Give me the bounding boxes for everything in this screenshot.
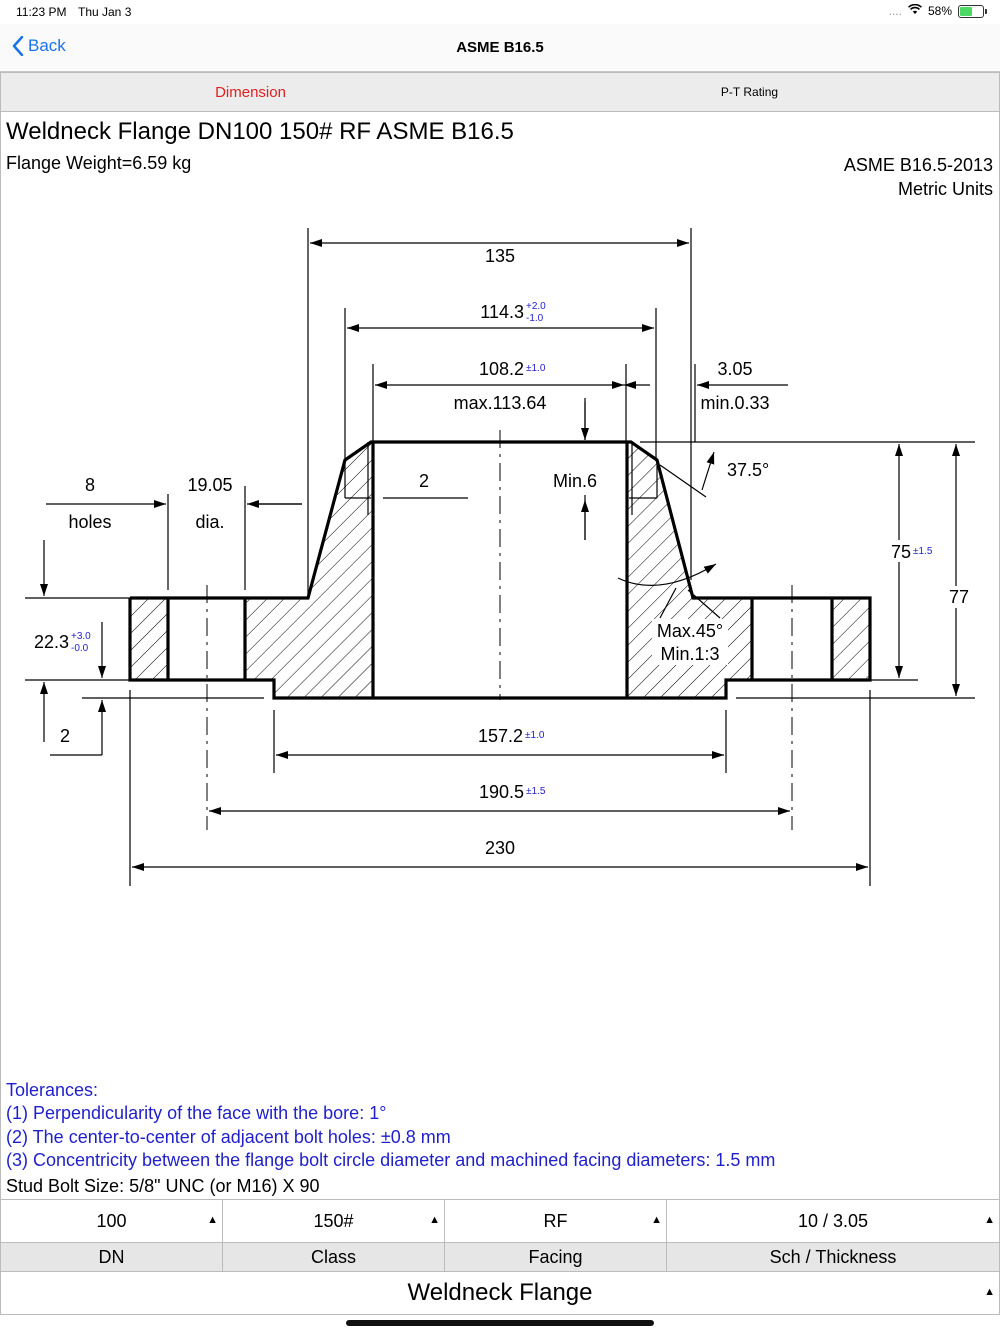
dim-114-3-tol-minus: -1.0: [526, 313, 544, 324]
tolerance-item-1: (1) Perpendicularity of the face with th…: [6, 1103, 387, 1123]
max-45-angle: Max.45°: [657, 621, 723, 641]
triangle-up-icon: ▲: [651, 1214, 662, 1226]
construction-lines: [344, 442, 658, 515]
sch-thickness-label: Sch / Thickness: [769, 1246, 897, 1267]
facing-value: RF: [543, 1210, 568, 1231]
dim-22-3: 22.3: [34, 632, 69, 652]
class-picker[interactable]: 150# ▲: [223, 1200, 445, 1242]
battery-percent: 58%: [927, 4, 952, 18]
angle-37-5: 37.5°: [727, 460, 769, 480]
back-label: Back: [28, 36, 66, 55]
dimension-labels: 135 114.3 +2.0 -1.0 108.2 ±1.0 max.113.6…: [34, 246, 969, 858]
sch-thickness-value: 10 / 3.05: [797, 1210, 869, 1231]
triangle-up-icon: ▲: [207, 1214, 218, 1226]
status-bar: 11:23 PM Thu Jan 3 .... 58%: [0, 0, 1000, 24]
battery-icon: [958, 4, 987, 18]
holes-label: holes: [68, 512, 111, 532]
extension-lines: [25, 228, 975, 886]
dim-75-tol: ±1.5: [913, 546, 933, 557]
tolerance-item-2: (2) The center-to-center of adjacent bol…: [6, 1127, 451, 1147]
flange-weight: Flange Weight=6.59 kg: [6, 153, 192, 173]
dim-22-3-tol-plus: +3.0: [71, 631, 91, 642]
center-lines: [206, 430, 793, 830]
facing-label: Facing: [445, 1243, 667, 1271]
dim-190-5-tol: ±1.5: [526, 786, 546, 797]
dim-108-2: 108.2: [479, 359, 524, 379]
tolerances-heading: Tolerances:: [6, 1080, 99, 1100]
class-label: Class: [223, 1243, 445, 1271]
back-button[interactable]: Back: [12, 36, 66, 56]
dim-230: 230: [485, 838, 515, 858]
dim-min-0-33: min.0.33: [700, 393, 769, 413]
class-value: 150#: [313, 1210, 354, 1231]
signal-icon: ....: [888, 4, 902, 18]
dim-157-2: 157.2: [478, 726, 523, 746]
dim-157-2-tol: ±1.0: [525, 730, 545, 741]
dim-114-3-tol-plus: +2.0: [526, 301, 546, 312]
units-label: Metric Units: [897, 179, 993, 199]
flange-outline: [128, 440, 872, 700]
dn-picker[interactable]: 100 ▲: [1, 1200, 223, 1242]
home-indicator[interactable]: [346, 1320, 654, 1326]
dim-3-05: 3.05: [717, 359, 752, 379]
flange-type-value: Weldneck Flange: [407, 1279, 593, 1306]
page-title: ASME B16.5: [456, 39, 544, 56]
dim-135: 135: [485, 246, 515, 266]
dimension-lines: [40, 239, 960, 871]
dim-108-2-tol: ±1.0: [526, 363, 546, 374]
selector-row: 100 ▲ 150# ▲ RF ▲ 10 / 3.05 ▲: [0, 1199, 1000, 1243]
dn-label: DN: [1, 1243, 223, 1271]
selector-labels: DN Class Facing Sch / Thickness: [0, 1242, 1000, 1272]
standard-info: ASME B16.5-2013 Metric Units: [844, 153, 993, 201]
min-1-3-taper: Min.1:3: [660, 644, 719, 664]
tab-pt-rating[interactable]: P-T Rating: [720, 85, 779, 99]
dim-min-6: Min.6: [553, 471, 597, 491]
wifi-icon: [908, 3, 922, 18]
dim-2-top: 2: [419, 471, 429, 491]
triangle-up-icon: ▲: [984, 1214, 995, 1226]
flange-title: Weldneck Flange DN100 150# RF ASME B16.5: [6, 118, 514, 145]
dim-190-5: 190.5: [479, 782, 524, 802]
holes-count: 8: [85, 475, 95, 495]
stud-bolt-size: Stud Bolt Size: 5/8" UNC (or M16) X 90: [6, 1176, 320, 1196]
flange-type-picker[interactable]: Weldneck Flange ▲: [0, 1271, 1000, 1315]
navigation-bar: Back ASME B16.5: [0, 24, 1000, 72]
triangle-up-icon: ▲: [984, 1286, 995, 1298]
dim-2-bottom: 2: [60, 726, 70, 746]
status-right: .... 58%: [888, 3, 987, 18]
triangle-up-icon: ▲: [429, 1214, 440, 1226]
hole-diameter-label: dia.: [195, 512, 224, 532]
standard-label: ASME B16.5-2013: [843, 155, 993, 175]
facing-picker[interactable]: RF ▲: [445, 1200, 667, 1242]
hole-diameter: 19.05: [187, 475, 232, 495]
chevron-left-icon: [12, 36, 24, 56]
dim-max-113-64: max.113.64: [454, 393, 547, 413]
dim-75: 75: [891, 542, 911, 562]
dim-77: 77: [949, 587, 969, 607]
status-date: Thu Jan 3: [78, 5, 132, 19]
dim-114-3: 114.3: [480, 302, 524, 322]
status-time: 11:23 PM: [16, 5, 67, 19]
dim-22-3-tol-minus: -0.0: [71, 643, 89, 654]
dn-value: 100: [96, 1210, 127, 1231]
tolerance-item-3: (3) Concentricity between the flange bol…: [6, 1150, 776, 1170]
tab-dimension[interactable]: Dimension: [215, 83, 286, 101]
sch-thickness-picker[interactable]: 10 / 3.05 ▲: [667, 1200, 999, 1242]
